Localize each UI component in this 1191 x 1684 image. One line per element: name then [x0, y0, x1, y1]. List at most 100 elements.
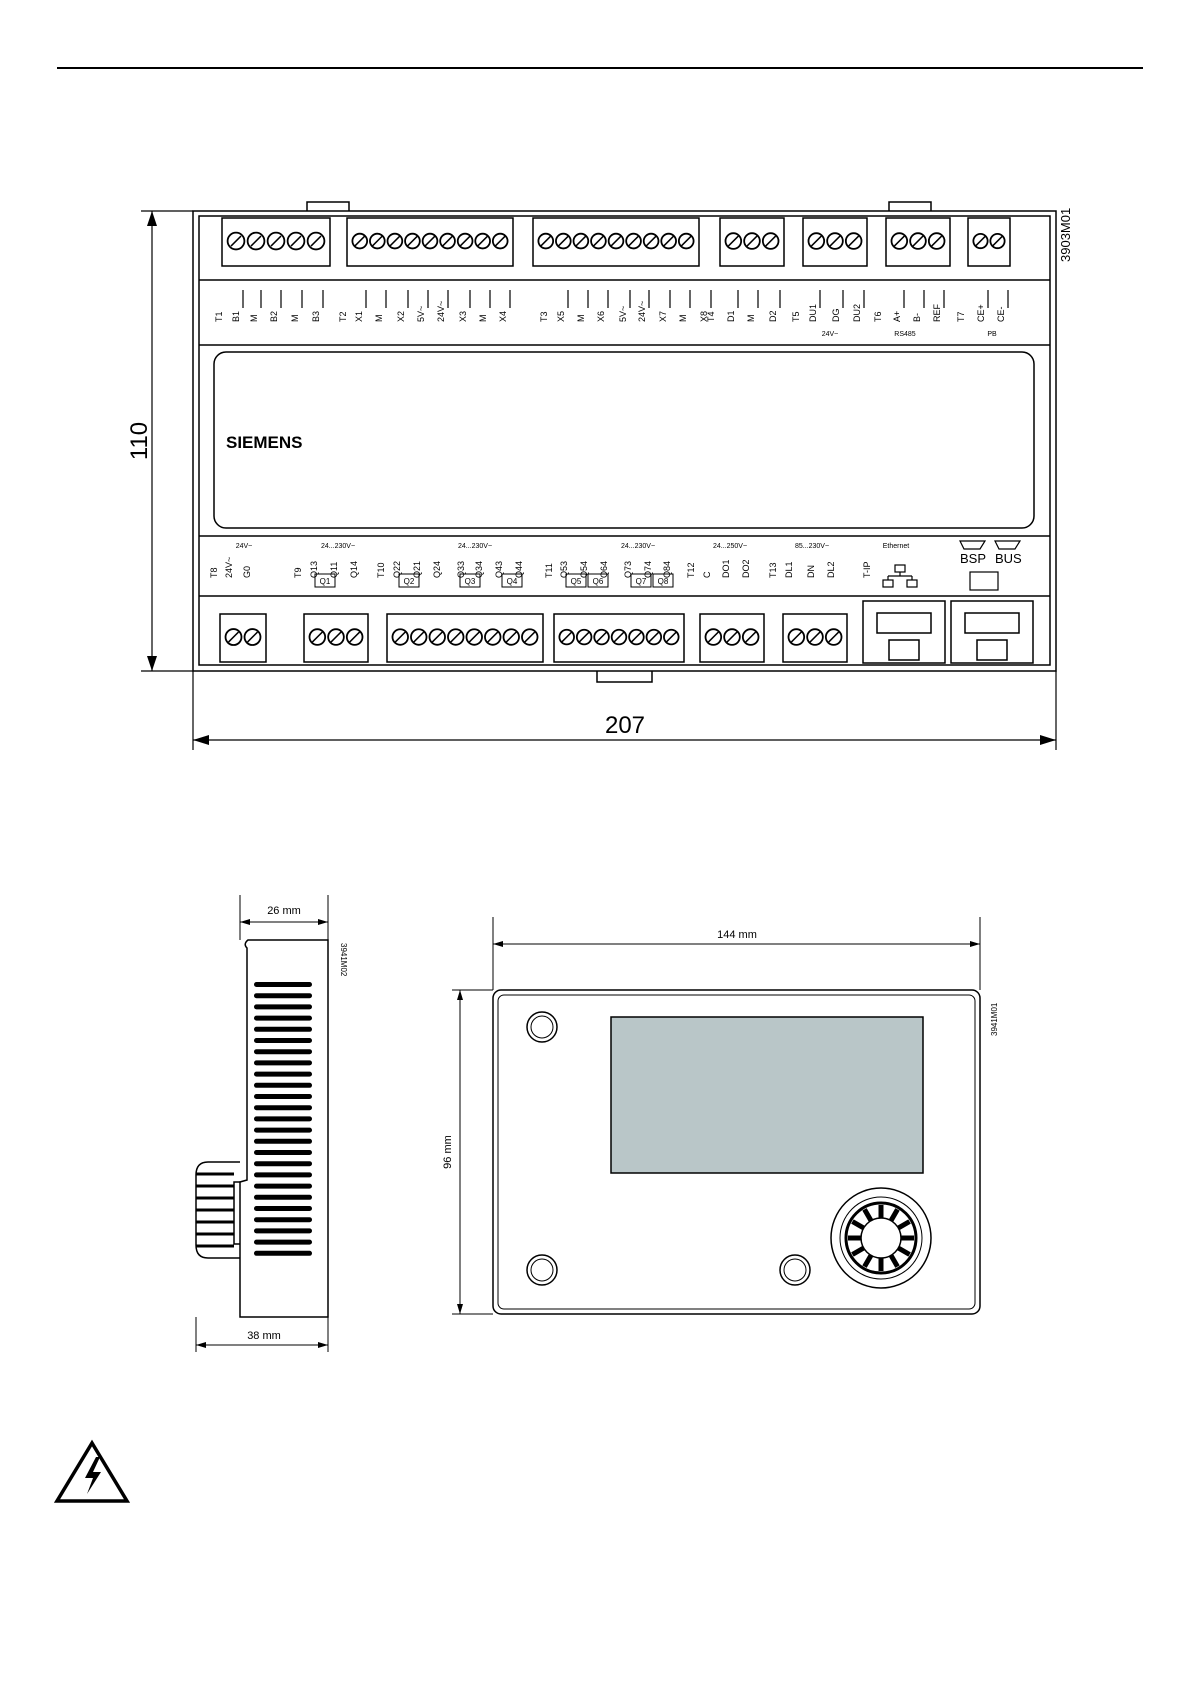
bottom-terminal-label: C: [702, 571, 712, 578]
terminal-screw-icon: [743, 232, 761, 250]
terminal-screw-slot: [505, 631, 517, 643]
top-terminal-label: T6: [873, 311, 883, 322]
front-drawing-id: 3941M01: [990, 1002, 999, 1036]
controller-dimension-arrows: [147, 211, 1056, 745]
bottom-terminal-label: T11: [544, 563, 554, 578]
terminal-screw-icon: [465, 628, 483, 646]
terminal-screw-slot: [227, 631, 240, 643]
bottom-terminal-label: G0: [242, 566, 252, 578]
terminal-screw-slot: [413, 631, 425, 643]
terminal-screw-icon: [607, 232, 625, 250]
terminal-screw-slot: [468, 631, 480, 643]
terminal-screw-icon: [226, 231, 246, 251]
top-terminal-label: T2: [338, 311, 348, 322]
terminal-screw-slot: [765, 235, 777, 247]
terminal-screw-icon: [642, 232, 660, 250]
electrical-hazard-warning-icon: [53, 1439, 131, 1503]
service-button-icon: [969, 571, 999, 591]
knob-spoke: [851, 1245, 865, 1257]
terminal-screw-icon: [787, 628, 806, 646]
terminal-screw-slot: [459, 235, 471, 247]
bottom-terminal-label: Q43: [494, 561, 504, 578]
vent-slot: [254, 1127, 312, 1133]
terminal-screw-icon: [266, 231, 286, 251]
terminal-screw-icon: [474, 232, 491, 250]
terminal-screw-slot: [974, 235, 987, 247]
terminal-screw-icon: [391, 628, 409, 646]
front-dimensions: [452, 917, 981, 1315]
terminal-screw-slot: [477, 235, 489, 247]
bottom-terminal-label: T-IP: [862, 561, 872, 578]
brand-logo: SIEMENS: [226, 433, 303, 452]
top-terminal-label: T3: [539, 311, 549, 322]
terminal-screw-slot: [246, 631, 259, 643]
terminal-screw-slot: [575, 235, 587, 247]
top-terminal-label: M: [478, 315, 488, 323]
terminal-screw-slot: [450, 631, 462, 643]
rotary-knob-outer: [830, 1187, 932, 1289]
relay-box: [630, 573, 652, 588]
terminal-screw-icon: [890, 232, 909, 250]
bottom-group-label: 24...230V~: [458, 543, 492, 550]
top-terminal-label: 5V~: [416, 306, 426, 322]
top-terminal-label: CE-: [996, 306, 1006, 322]
bottom-terminal-block: [386, 613, 544, 663]
top-terminal-label: M: [576, 315, 586, 323]
terminal-screw-icon: [724, 232, 743, 250]
ethernet-port-2-jack: [964, 612, 1020, 634]
terminal-screw-icon: [741, 628, 760, 646]
terminal-screw-icon: [456, 232, 474, 250]
relay-label: Q5: [571, 577, 582, 586]
terminal-screw-slot: [665, 631, 677, 643]
bottom-terminal-block: [699, 613, 765, 663]
top-terminal-label: M: [249, 315, 259, 323]
terminal-screw-slot: [424, 235, 436, 247]
top-terminal-label: X6: [596, 311, 606, 322]
bottom-terminal-label: Q73: [623, 561, 633, 578]
top-terminal-label: X8: [699, 311, 709, 322]
terminal-screw-slot: [645, 235, 657, 247]
knob-spoke: [888, 1254, 900, 1268]
width-dimension-label: 207: [605, 712, 645, 739]
ethernet-port-2-icon: [950, 600, 1034, 664]
side-knob-ridges: [196, 1172, 234, 1248]
side-dimensions: [195, 895, 329, 1352]
terminal-screw-slot: [494, 235, 506, 247]
bottom-terminal-label: Q14: [349, 561, 359, 578]
bus-leds: [959, 540, 1022, 591]
terminal-screw-icon: [243, 628, 262, 646]
relay-label: Q1: [320, 577, 331, 586]
knob-spoke: [851, 1219, 865, 1231]
ethernet-ports: [862, 600, 1034, 664]
top-terminal-block: [967, 217, 1011, 267]
terminal-screw-icon: [660, 232, 677, 250]
relay-box: [314, 573, 336, 588]
bsp-led-icon: [959, 540, 987, 550]
vent-slot: [254, 1015, 312, 1021]
terminal-screw-slot: [389, 235, 401, 247]
top-terminal-label: B3: [311, 311, 321, 322]
terminal-screw-icon: [327, 628, 345, 646]
relay-box: [501, 573, 523, 588]
vent-slot: [254, 1038, 312, 1043]
terminal-screw-slot: [330, 631, 342, 643]
vent-slot: [254, 1161, 312, 1167]
side-drawing-id: 3941M02: [339, 943, 348, 977]
top-group-label: 24V~: [822, 331, 839, 338]
terminal-screw-slot: [648, 631, 660, 643]
relay-label: Q3: [465, 577, 476, 586]
terminal-screw-icon: [610, 628, 628, 646]
bottom-terminal-label: T8: [209, 567, 219, 578]
terminal-screw-slot: [290, 235, 302, 247]
terminal-screw-slot: [557, 235, 569, 247]
terminal-screw-icon: [484, 628, 502, 646]
top-terminal-label: DU1: [808, 304, 818, 322]
terminal-screw-slot: [610, 235, 622, 247]
terminal-screw-slot: [561, 631, 573, 643]
terminal-screw-icon: [807, 232, 826, 250]
terminal-screw-slot: [810, 235, 822, 247]
terminal-screw-icon: [590, 232, 607, 250]
